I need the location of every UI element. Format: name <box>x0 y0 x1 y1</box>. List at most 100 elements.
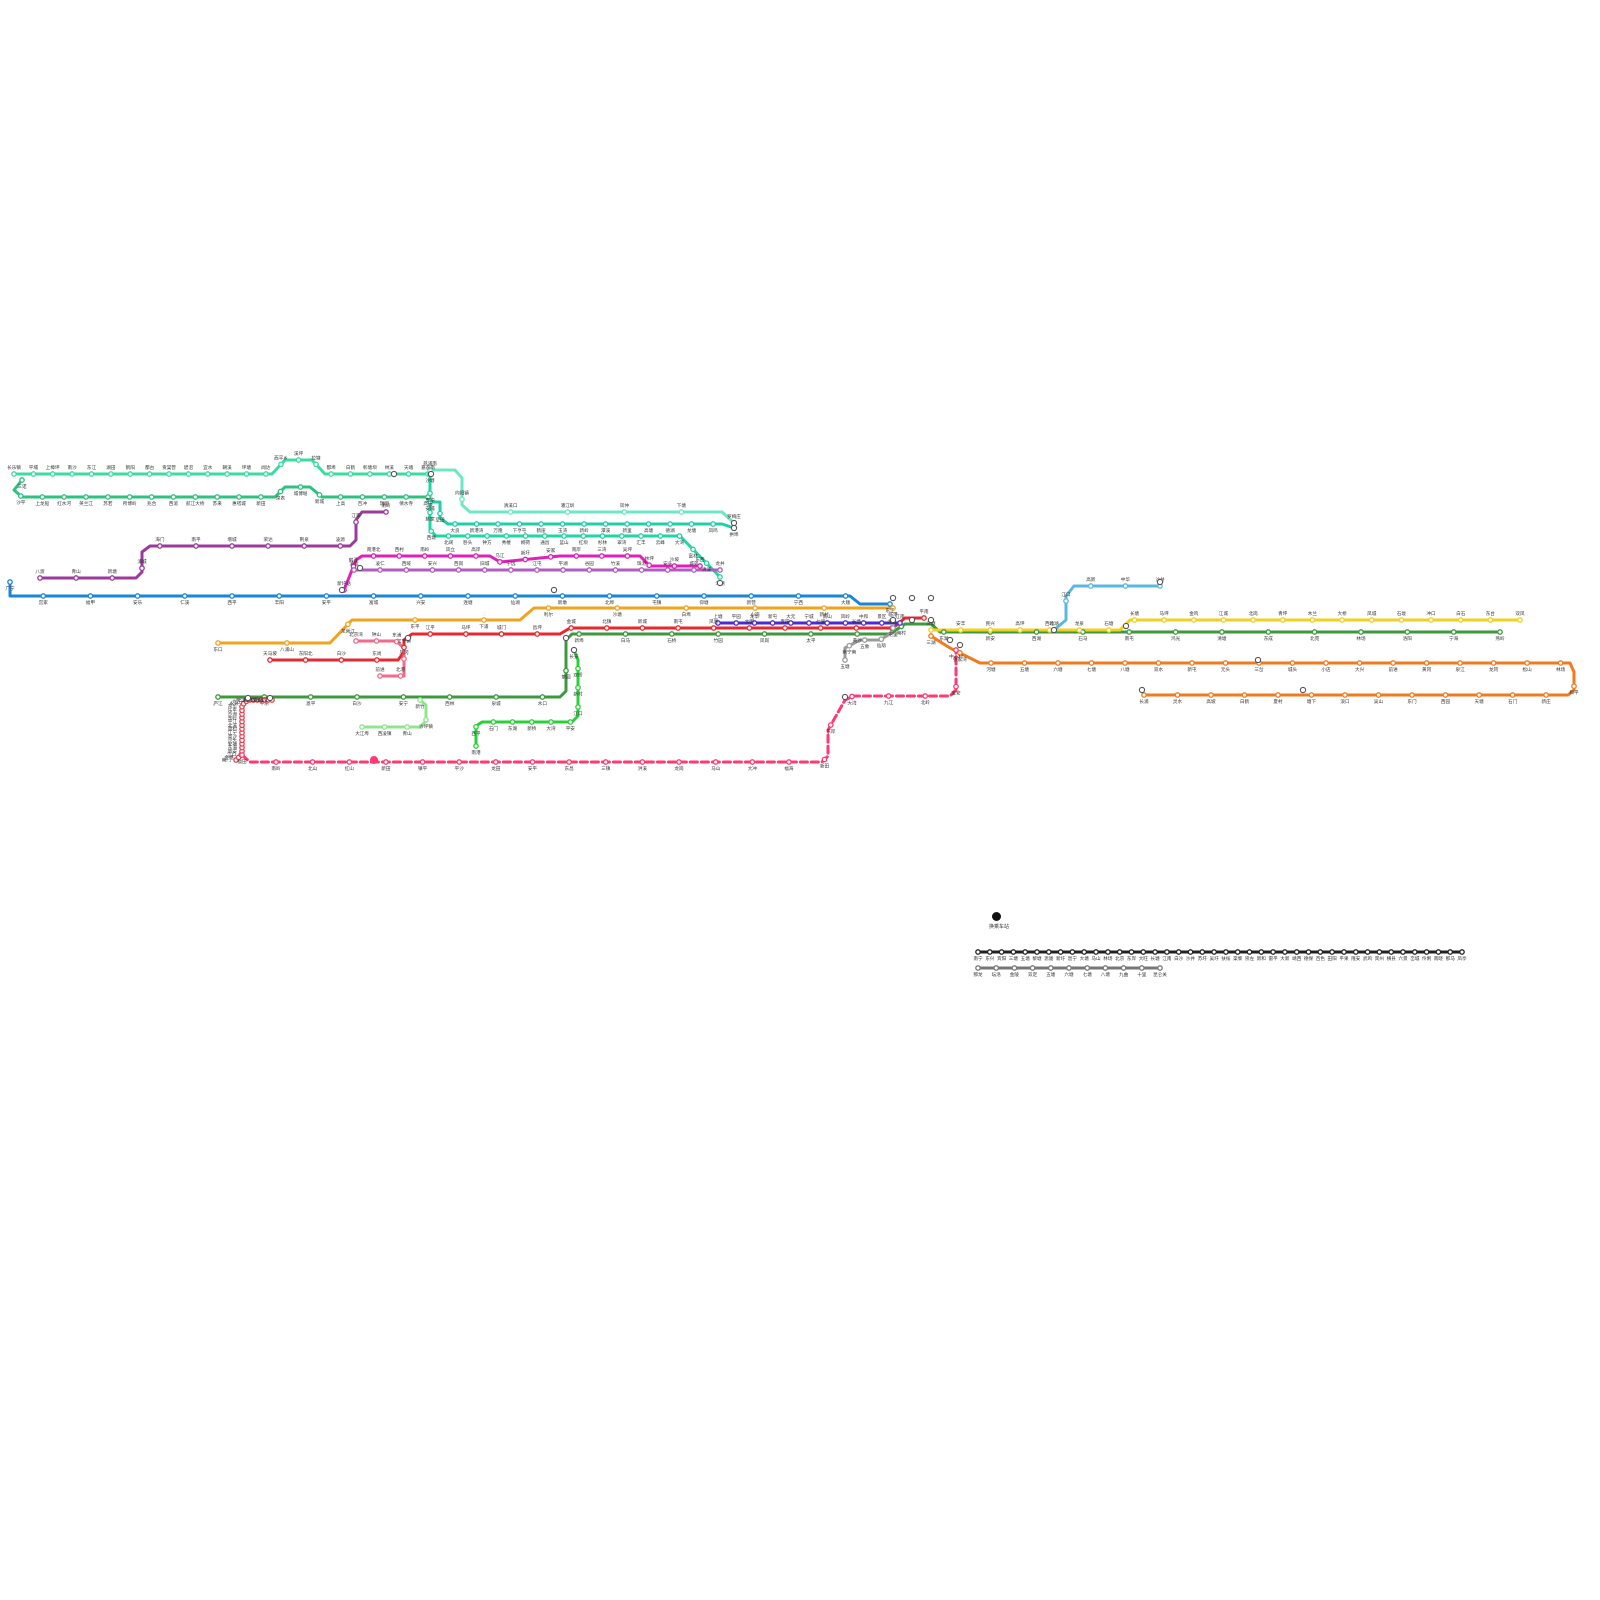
station-marker[interactable] <box>957 650 963 656</box>
metro-line-l14[interactable] <box>929 634 1576 697</box>
station-marker[interactable] <box>1524 660 1530 666</box>
station-marker[interactable] <box>229 543 235 549</box>
station-marker[interactable] <box>214 494 221 500</box>
interchange-station[interactable] <box>266 694 274 702</box>
station-marker[interactable] <box>1199 949 1206 955</box>
interchange-station[interactable] <box>716 579 724 587</box>
station-marker[interactable] <box>675 625 681 631</box>
station-marker[interactable] <box>678 509 685 515</box>
station-marker[interactable] <box>7 579 13 585</box>
station-marker[interactable] <box>1270 949 1276 955</box>
station-marker[interactable] <box>428 528 435 535</box>
station-marker[interactable] <box>381 494 388 500</box>
station-marker[interactable] <box>273 759 279 765</box>
station-marker[interactable] <box>1164 949 1170 955</box>
station-marker[interactable] <box>459 496 465 503</box>
station-marker[interactable] <box>1029 965 1036 971</box>
station-marker[interactable] <box>821 605 827 611</box>
interchange-station[interactable] <box>1050 626 1058 634</box>
station-marker[interactable] <box>455 567 462 573</box>
station-marker[interactable] <box>276 593 283 599</box>
station-marker[interactable] <box>166 471 172 477</box>
station-marker[interactable] <box>1246 949 1253 955</box>
station-marker[interactable] <box>192 494 199 500</box>
station-marker[interactable] <box>786 759 792 765</box>
station-marker[interactable] <box>1435 949 1442 955</box>
interchange-station[interactable] <box>1299 686 1307 694</box>
station-marker[interactable] <box>1152 949 1158 955</box>
station-marker[interactable] <box>490 719 497 725</box>
station-marker[interactable] <box>1122 583 1129 589</box>
station-marker[interactable] <box>337 543 344 549</box>
station-marker[interactable] <box>1342 692 1348 698</box>
metro-line-l12[interactable] <box>216 622 1502 699</box>
station-marker[interactable] <box>465 593 471 599</box>
station-marker[interactable] <box>853 625 860 631</box>
station-marker[interactable] <box>396 553 403 559</box>
station-marker[interactable] <box>703 560 710 567</box>
station-marker[interactable] <box>427 499 433 505</box>
station-marker[interactable] <box>599 533 606 539</box>
interchange-station[interactable] <box>927 594 935 602</box>
station-marker[interactable] <box>1187 949 1194 955</box>
station-marker[interactable] <box>381 724 388 730</box>
station-marker[interactable] <box>1358 629 1364 635</box>
station-marker[interactable] <box>953 647 959 653</box>
station-marker[interactable] <box>547 554 554 560</box>
interchange-station[interactable] <box>946 636 954 644</box>
station-marker[interactable] <box>1411 949 1418 955</box>
station-marker[interactable] <box>957 627 964 633</box>
station-marker[interactable] <box>512 593 519 599</box>
station-marker[interactable] <box>1356 660 1363 666</box>
station-marker[interactable] <box>473 553 479 559</box>
station-marker[interactable] <box>386 471 393 477</box>
station-marker[interactable] <box>1190 617 1197 623</box>
station-marker[interactable] <box>1293 949 1300 955</box>
station-marker[interactable] <box>447 553 454 559</box>
station-marker[interactable] <box>548 719 554 725</box>
station-marker[interactable] <box>277 488 284 495</box>
interchange-station[interactable] <box>730 519 738 527</box>
interchange-station[interactable] <box>1156 578 1164 586</box>
station-marker[interactable] <box>1088 660 1095 666</box>
station-marker[interactable] <box>1211 949 1217 955</box>
station-marker[interactable] <box>1161 617 1167 623</box>
station-marker[interactable] <box>401 656 407 662</box>
station-marker[interactable] <box>717 574 723 580</box>
station-marker[interactable] <box>671 563 678 569</box>
station-marker[interactable] <box>1376 949 1383 955</box>
station-marker[interactable] <box>417 593 424 599</box>
station-marker[interactable] <box>337 494 344 500</box>
station-marker[interactable] <box>1047 965 1054 971</box>
station-marker[interactable] <box>393 638 400 645</box>
station-marker[interactable] <box>690 546 696 553</box>
station-marker[interactable] <box>576 631 582 637</box>
station-marker[interactable] <box>17 493 24 499</box>
station-marker[interactable] <box>1174 692 1181 698</box>
station-marker[interactable] <box>421 553 428 559</box>
station-marker[interactable] <box>359 494 366 500</box>
metro-line-l1[interactable] <box>12 478 430 499</box>
station-marker[interactable] <box>928 627 934 633</box>
station-marker[interactable] <box>105 494 111 500</box>
station-marker[interactable] <box>297 484 304 490</box>
station-marker[interactable] <box>1241 692 1248 698</box>
station-marker[interactable] <box>664 567 671 573</box>
station-marker[interactable] <box>618 533 625 539</box>
interchange-station[interactable] <box>550 586 558 594</box>
station-marker[interactable] <box>522 556 529 563</box>
station-marker[interactable] <box>456 759 463 765</box>
station-marker[interactable] <box>975 949 981 955</box>
station-marker[interactable] <box>581 521 587 527</box>
station-marker[interactable] <box>1517 617 1523 623</box>
station-marker[interactable] <box>507 509 514 515</box>
station-marker[interactable] <box>715 631 722 637</box>
station-marker[interactable] <box>667 521 673 527</box>
station-marker[interactable] <box>1155 660 1162 666</box>
station-marker[interactable] <box>624 521 630 527</box>
station-marker[interactable] <box>301 543 308 549</box>
interchange-station[interactable] <box>562 634 570 642</box>
station-marker[interactable] <box>278 461 284 468</box>
interchange-station[interactable] <box>244 694 252 702</box>
station-marker[interactable] <box>688 521 695 527</box>
